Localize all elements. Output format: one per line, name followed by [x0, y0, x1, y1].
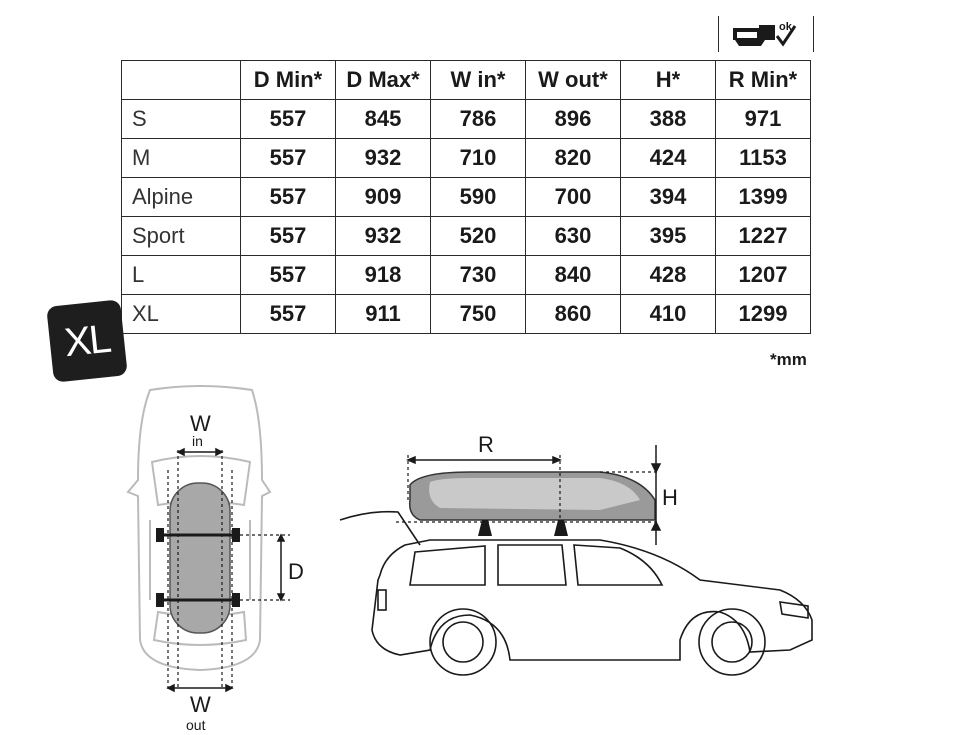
header-r-min: R Min*: [715, 60, 811, 100]
w-bottom-label: W: [190, 692, 211, 717]
value-cell: 971: [715, 99, 811, 139]
value-cell: 520: [430, 216, 526, 256]
value-cell: 410: [620, 294, 716, 334]
h-label: H: [662, 485, 678, 510]
value-cell: 860: [525, 294, 621, 334]
value-cell: 840: [525, 255, 621, 295]
header-d-min: D Min*: [240, 60, 336, 100]
value-cell: 911: [335, 294, 431, 334]
r-label: R: [478, 432, 494, 457]
top-view-arrows: [166, 447, 286, 693]
w-top-label: W: [190, 411, 211, 436]
d-label: D: [288, 559, 304, 584]
value-cell: 700: [525, 177, 621, 217]
value-cell: 1399: [715, 177, 811, 217]
value-cell: 388: [620, 99, 716, 139]
value-cell: 932: [335, 138, 431, 178]
model-name-cell: XL: [121, 294, 241, 334]
value-cell: 896: [525, 99, 621, 139]
value-cell: 557: [240, 138, 336, 178]
value-cell: 918: [335, 255, 431, 295]
ok-icon-box: ok: [718, 16, 814, 52]
value-cell: 750: [430, 294, 526, 334]
roof-box-side: [408, 471, 656, 536]
value-cell: 710: [430, 138, 526, 178]
value-cell: 630: [525, 216, 621, 256]
model-name-cell: Sport: [121, 216, 241, 256]
car-side-view: [339, 510, 813, 676]
value-cell: 1299: [715, 294, 811, 334]
header-w-in: W in*: [430, 60, 526, 100]
side-view-guides: [396, 455, 658, 535]
w-out-sublabel: out: [186, 717, 206, 733]
value-cell: 590: [430, 177, 526, 217]
trunk-open-ok-icon: ok: [733, 21, 797, 47]
w-in-sublabel: in: [192, 433, 203, 449]
model-name-cell: L: [121, 255, 241, 295]
top-view-guides: [167, 450, 290, 690]
value-cell: 424: [620, 138, 716, 178]
value-cell: 557: [240, 294, 336, 334]
ok-label: ok: [779, 21, 793, 33]
unit-note: *mm: [770, 350, 807, 369]
header-h: H*: [620, 60, 716, 100]
value-cell: 428: [620, 255, 716, 295]
value-cell: 786: [430, 99, 526, 139]
value-cell: 1207: [715, 255, 811, 295]
value-cell: 845: [335, 99, 431, 139]
header-row: D Min* D Max* W in* W out* H* R Min*: [121, 60, 811, 100]
model-name-cell: S: [121, 99, 241, 139]
header-w-out: W out*: [525, 60, 621, 100]
value-cell: 557: [240, 255, 336, 295]
side-view-arrows: [406, 445, 662, 545]
roof-box-top: [156, 482, 240, 634]
